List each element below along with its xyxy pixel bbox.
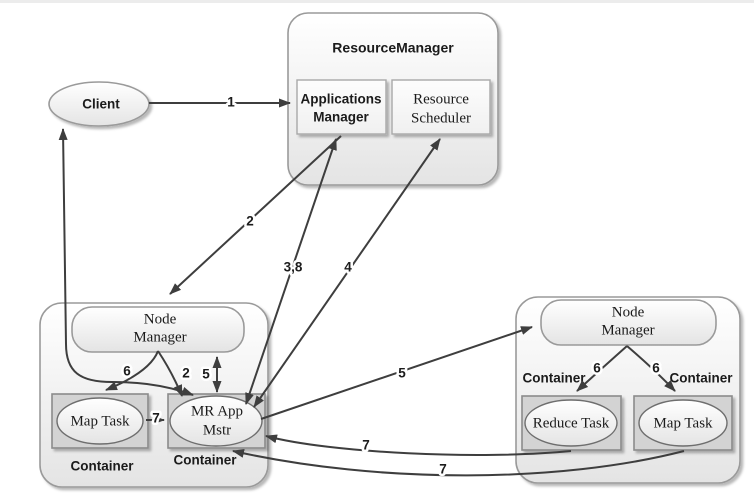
resource-scheduler-box (391, 79, 491, 135)
edge-right-map-task-to-mrapp (232, 449, 685, 477)
edge-label-5-long: 5 (398, 366, 406, 381)
edge-right-nm-to-reduce-task (576, 345, 628, 392)
reduce-task-ellipse (524, 399, 618, 447)
edge-label-2-long: 2 (246, 214, 254, 229)
left-node-group: Node Manager Map Task MR App Mstr Contai… (39, 302, 269, 488)
edge-right-nm-to-map-task (626, 345, 676, 392)
edge-label-2-short: 2 (182, 366, 190, 381)
left-node-manager-label-line1: Node (144, 311, 177, 327)
applications-manager-label-line1: Applications (300, 92, 381, 107)
right-container-label-2: Container (669, 371, 733, 386)
left-map-task-ellipse (56, 397, 144, 445)
edge-mrapp-to-client (58, 128, 194, 396)
edge-label-7-lower: 7 (439, 462, 447, 477)
right-container-label-1: Container (522, 371, 586, 386)
edge-label-1: 1 (227, 95, 235, 110)
mr-app-mstr-label-line1: MR App (191, 403, 243, 419)
edge-label-7-upper: 7 (362, 438, 370, 453)
resource-manager-group: ResourceManager Applications Manager Res… (287, 12, 499, 186)
mr-app-mstr-ellipse (169, 395, 263, 447)
right-node-manager-label-line1: Node (612, 304, 645, 320)
edges (58, 98, 685, 477)
right-node-manager-label-line2: Manager (601, 322, 654, 338)
edge-label-4: 4 (344, 260, 352, 275)
edge-mrapp-to-right-node-manager (260, 326, 533, 420)
right-map-task-ellipse (638, 399, 728, 447)
applications-manager-label-line2: Manager (313, 110, 369, 125)
edge-label-7-left: 7 (152, 411, 160, 426)
right-node-group: Node Manager Reduce Task Map Task Contai… (515, 296, 741, 484)
edge-label-5-vertical: 5 (202, 367, 210, 382)
resource-scheduler-label-line1: Resource (413, 91, 469, 107)
edge-label-6-right-a: 6 (593, 361, 601, 376)
edge-label-3-8: 3,8 (284, 260, 303, 275)
applications-manager-box (296, 79, 387, 135)
left-map-task-label: Map Task (70, 413, 130, 429)
edge-labels: 1 2 3,8 4 5 5 2 6 7 6 6 7 7 (121, 92, 663, 479)
resource-scheduler-label-line2: Scheduler (411, 110, 471, 126)
edge-rm-to-left-node-manager (169, 135, 342, 295)
left-container-label-2: Container (173, 453, 237, 468)
client-label: Client (82, 97, 120, 112)
left-container-label-1: Container (70, 459, 134, 474)
reduce-task-label: Reduce Task (533, 415, 610, 431)
right-map-task-label: Map Task (653, 415, 713, 431)
top-window-strip (0, 0, 754, 3)
mr-app-mstr-label-line2: Mstr (203, 422, 231, 438)
right-node-manager-box (540, 299, 717, 346)
edge-mrapp-to-resource-scheduler (253, 138, 441, 408)
edge-reduce-task-to-mrapp (265, 434, 572, 456)
edge-label-6-left: 6 (123, 364, 131, 379)
resource-manager-title: ResourceManager (332, 40, 454, 56)
left-node-manager-label-line2: Manager (133, 329, 186, 345)
client-group: Client (48, 81, 150, 127)
edge-label-6-right-b: 6 (652, 361, 660, 376)
